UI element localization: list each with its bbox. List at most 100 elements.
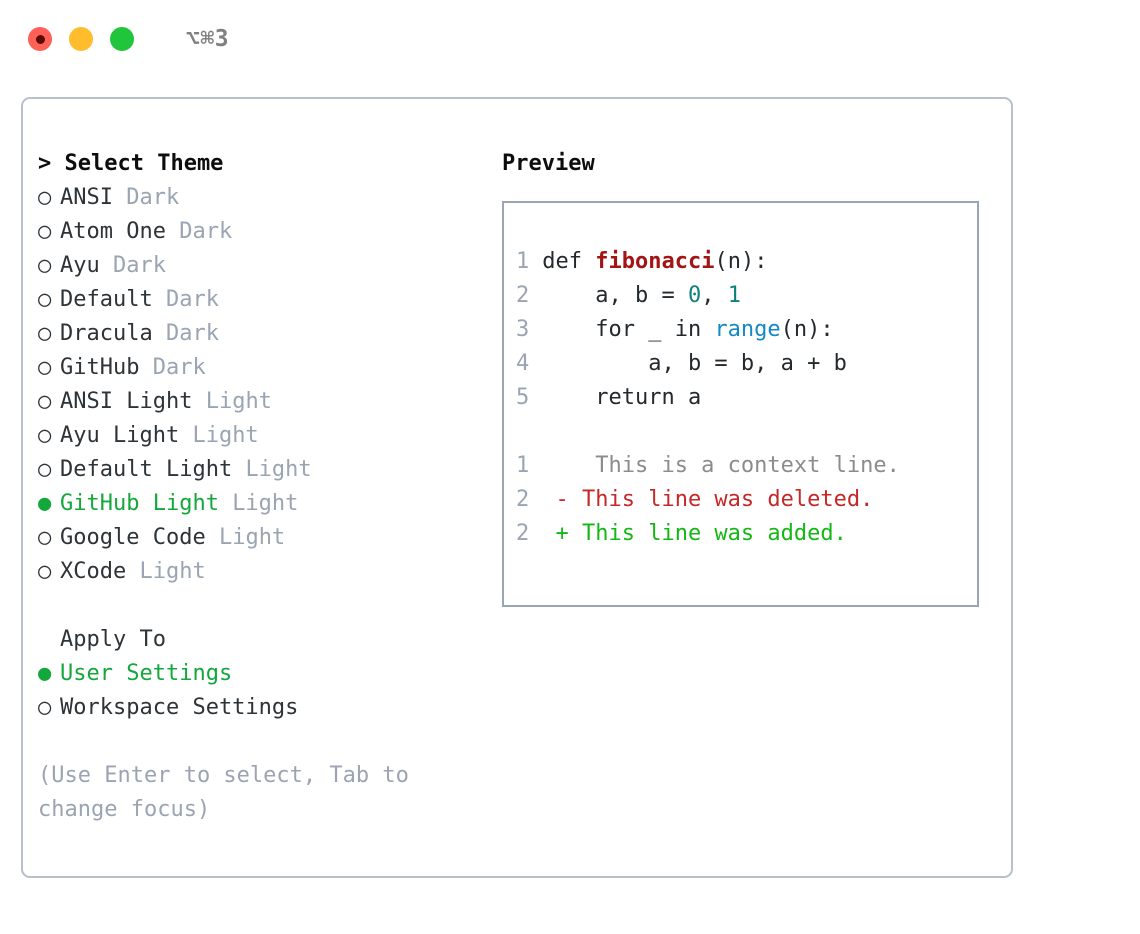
theme-option-label: Ayu	[60, 253, 113, 278]
code-token-plain: a, b = b, a + b	[542, 351, 847, 376]
theme-option-label: Google Code	[60, 525, 219, 550]
radio-unselected-icon: ○	[38, 695, 52, 720]
select-theme-header: > Select Theme	[38, 151, 224, 176]
apply-to-option-workspace-settings[interactable]: ○ Workspace Settings	[38, 691, 488, 725]
theme-option-label: GitHub Light	[60, 491, 233, 516]
radio-selected-icon: ●	[38, 491, 52, 516]
code-token-num: 0	[687, 283, 702, 308]
theme-option-label: GitHub	[60, 355, 153, 380]
theme-option-ansi-light[interactable]: ○ANSI Light Light	[38, 385, 488, 419]
theme-option-variant-tag: Dark	[126, 185, 180, 210]
code-token-plain: for _ in	[542, 317, 715, 342]
code-line: 4 a, b = b, a + b	[516, 347, 969, 381]
theme-option-variant-tag: Dark	[165, 287, 219, 312]
code-gutter-space	[529, 317, 542, 342]
theme-option-label: Dracula	[60, 321, 166, 346]
diff-line-number: 2	[516, 487, 530, 512]
apply-to-header: Apply To	[38, 623, 488, 657]
radio-unselected-icon: ○	[38, 457, 52, 482]
code-line: 5 return a	[516, 381, 969, 415]
apply-to-option-label: Workspace Settings	[60, 695, 299, 720]
diff-line-content: This is a context line.	[529, 453, 900, 478]
code-line-number: 3	[516, 317, 530, 342]
theme-option-dracula[interactable]: ○ Dracula Dark	[38, 317, 488, 351]
theme-list-column: > Select Theme ○ANSI Dark○Atom One Dark○…	[38, 147, 488, 827]
apply-to-header-indent	[38, 623, 60, 657]
apply-to-option-label: User Settings	[60, 661, 233, 686]
theme-option-github[interactable]: ○GitHub Dark	[38, 351, 488, 385]
theme-option-label: Ayu Light	[60, 423, 193, 448]
code-token-num: 1	[727, 283, 741, 308]
theme-option-atom-one[interactable]: ○ Atom One Dark	[38, 215, 488, 249]
code-token-plain: a, b =	[542, 283, 688, 308]
theme-option-variant-tag: Dark	[165, 321, 219, 346]
code-line: 1 def fibonacci(n):	[516, 245, 969, 279]
code-token-call: range	[714, 317, 781, 342]
diff-line-del: 2 - This line was deleted.	[516, 483, 969, 517]
radio-unselected-icon: ○	[38, 219, 52, 244]
window-controls	[28, 27, 134, 51]
diff-line-ctx: 1 This is a context line.	[516, 449, 969, 483]
apply-to-option-user-settings[interactable]: ● User Settings	[38, 657, 488, 691]
keyboard-shortcut-label: ⌥⌘3	[186, 25, 230, 52]
code-gutter-space	[529, 283, 542, 308]
theme-option-label: Atom One	[60, 219, 180, 244]
theme-option-label: ANSI	[60, 185, 127, 210]
code-token-plain: ,	[701, 283, 728, 308]
title-bar: ⌥⌘3	[0, 0, 1140, 78]
radio-unselected-icon: ○	[38, 525, 52, 550]
list-spacer	[38, 589, 488, 623]
theme-option-ansi[interactable]: ○ ANSI Dark	[38, 181, 488, 215]
theme-option-github-light[interactable]: ● GitHub Light Light	[38, 487, 488, 521]
radio-unselected-icon: ○	[38, 423, 52, 448]
radio-unselected-icon: ○	[38, 185, 52, 210]
close-window-button[interactable]	[28, 27, 52, 51]
theme-option-variant-tag: Light	[139, 559, 206, 584]
preview-column: Preview 1 def fibonacci(n):2 a, b = 0, 1…	[502, 147, 1002, 607]
diff-line-content: + This line was added.	[529, 521, 847, 546]
theme-selector-panel: > Select Theme ○ANSI Dark○Atom One Dark○…	[21, 97, 1013, 878]
theme-option-default[interactable]: ○ Default Dark	[38, 283, 488, 317]
code-token-plain: (n):	[714, 249, 768, 274]
theme-option-google-code[interactable]: ○ Google Code Light	[38, 521, 488, 555]
theme-option-variant-tag: Dark	[179, 219, 233, 244]
minimize-window-button[interactable]	[69, 27, 93, 51]
theme-option-label: Default Light	[60, 457, 246, 482]
code-line: 2 a, b = 0, 1	[516, 279, 969, 313]
theme-option-variant-tag: Dark	[112, 253, 166, 278]
radio-unselected-icon: ○	[38, 287, 52, 312]
apply-to-options-list: ● User Settings ○ Workspace Settings	[38, 657, 488, 725]
theme-option-label: ANSI Light	[60, 389, 206, 414]
diff-line-content: - This line was deleted.	[529, 487, 874, 512]
code-line: 3 for _ in range(n):	[516, 313, 969, 347]
diff-line-number: 1	[516, 453, 530, 478]
theme-option-variant-tag: Light	[218, 525, 286, 550]
hint-spacer	[38, 725, 488, 759]
radio-selected-icon: ●	[38, 661, 52, 686]
theme-option-xcode[interactable]: ○XCode Light	[38, 555, 488, 589]
diff-block: 1 This is a context line.2 - This line w…	[516, 449, 969, 551]
radio-unselected-icon: ○	[38, 321, 52, 346]
theme-option-label: Default	[60, 287, 166, 312]
theme-option-variant-tag: Light	[245, 457, 312, 482]
keyboard-hint-text: (Use Enter to select, Tab to change focu…	[38, 763, 409, 822]
theme-option-ayu-light[interactable]: ○ Ayu Light Light	[38, 419, 488, 453]
theme-option-ayu[interactable]: ○Ayu Dark	[38, 249, 488, 283]
theme-option-variant-tag: Dark	[152, 355, 206, 380]
code-line-number: 4	[516, 351, 530, 376]
code-token-fn: fibonacci	[595, 249, 715, 274]
theme-option-variant-tag: Light	[232, 491, 299, 516]
code-gutter-space	[529, 385, 542, 410]
code-line-number: 1	[516, 249, 530, 274]
radio-unselected-icon: ○	[38, 559, 52, 584]
code-token-plain: return a	[542, 385, 702, 410]
theme-option-variant-tag: Light	[192, 423, 259, 448]
theme-option-variant-tag: Light	[205, 389, 272, 414]
code-gutter-space	[529, 351, 542, 376]
maximize-window-button[interactable]	[110, 27, 134, 51]
code-line-number: 2	[516, 283, 530, 308]
theme-option-default-light[interactable]: ○ Default Light Light	[38, 453, 488, 487]
